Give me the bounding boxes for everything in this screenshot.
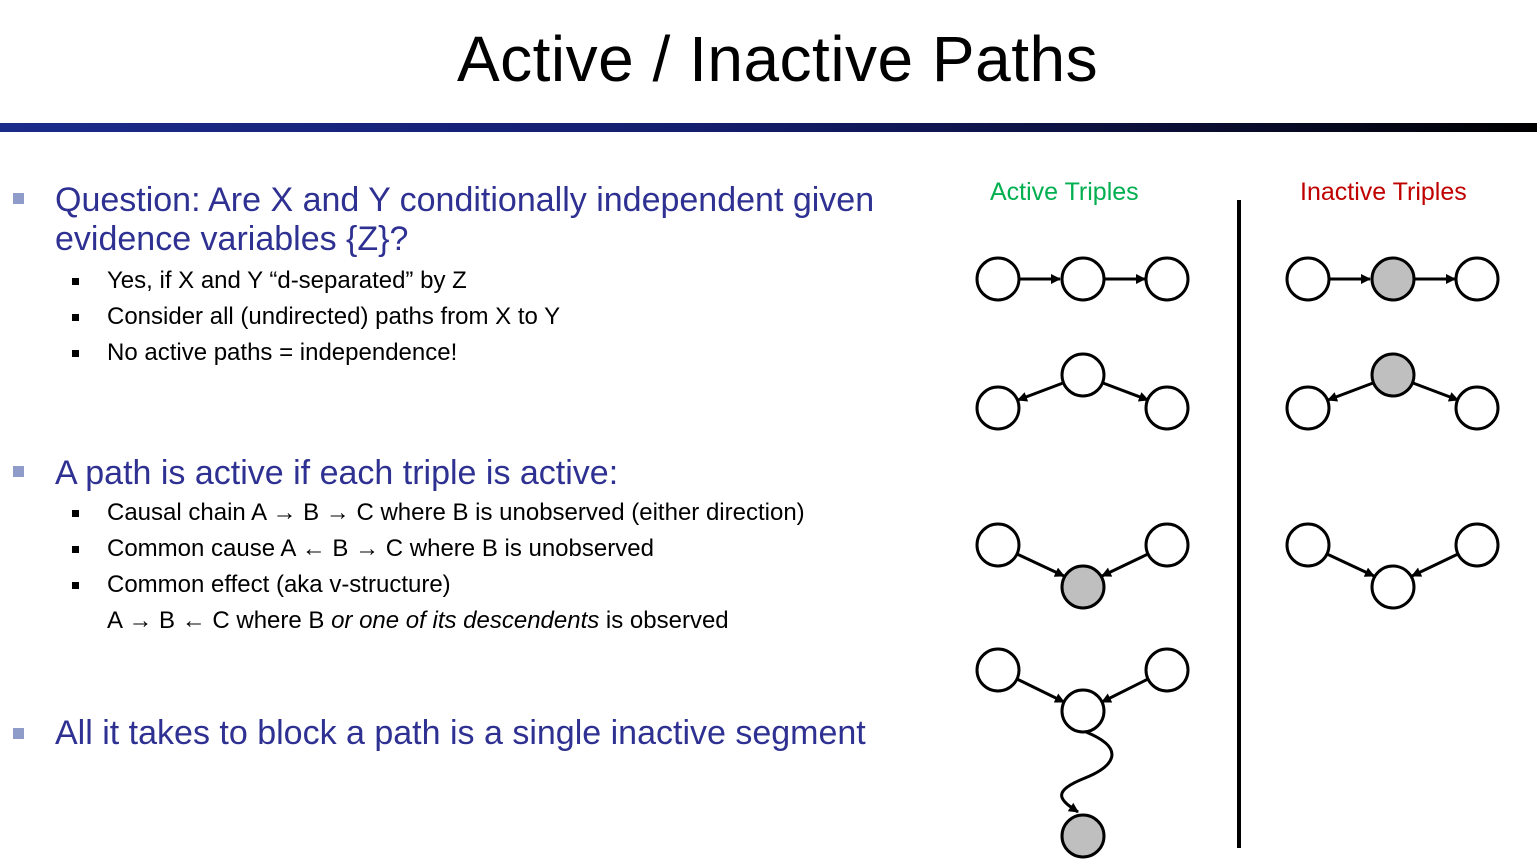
edge-arrow [1017,381,1064,402]
node-observed [1370,352,1416,398]
sub-bullet-common-effect-continued: A → B ← C where B or one of its descende… [107,603,927,639]
descendant-path [1060,730,1114,814]
sub-bullet-d-separated: Yes, if X and Y “d-separated” by Z [107,267,467,294]
edge-arrow [1326,552,1375,578]
bullet-question: Question: Are X and Y conditionally inde… [55,181,955,259]
active-causal-chain [975,256,1190,302]
common-effect-text-pre: A → B ← C where B [107,607,332,634]
active-triples-label: Active Triples [990,178,1139,206]
node-unobserved [1060,256,1106,302]
sub-bullet-common-cause: Common cause A ← B → C where B is unobse… [107,535,654,562]
sub-bullet-common-effect: Common effect (aka v-structure) [107,571,451,598]
node-unobserved [1060,688,1106,734]
edge-arrow [1412,381,1459,402]
node-unobserved [1370,564,1416,610]
sub-bullet-no-active-paths: No active paths = independence! [107,339,458,366]
edge-arrow [1101,552,1149,578]
sub-bullet-marker [72,546,79,553]
sub-bullet-marker [72,278,79,285]
inactive-triples-label: Inactive Triples [1300,178,1467,206]
sub-bullet-consider-paths: Consider all (undirected) paths from X t… [107,303,561,330]
node-unobserved [1285,385,1331,431]
slide-title: Active / Inactive Paths [456,23,1099,95]
bullet-marker [13,193,24,204]
bullet-block-path: All it takes to block a path is a single… [55,714,866,752]
node-unobserved [975,385,1021,431]
common-effect-text-italic: or one of its descendents [331,607,600,634]
inactive-causal-chain [1285,256,1500,302]
node-unobserved [1454,256,1500,302]
node-unobserved [1144,647,1190,693]
inactive-common-cause [1285,352,1500,431]
bullet-marker [13,728,24,739]
bullet-path-active: A path is active if each triple is activ… [55,454,619,492]
node-unobserved [1060,352,1106,398]
active-v-structure-observed [975,522,1190,610]
node-unobserved [1144,522,1190,568]
node-unobserved [1454,385,1500,431]
node-unobserved [975,256,1021,302]
edge-arrow [1411,552,1459,578]
node-unobserved [1285,256,1331,302]
inactive-v-structure [1285,522,1500,610]
node-unobserved [1285,522,1331,568]
sub-bullet-marker [72,350,79,357]
sub-bullet-marker [72,582,79,589]
active-v-structure-descendant [975,647,1190,859]
edge-arrow [1327,381,1374,402]
node-unobserved [975,522,1021,568]
title-rule [0,123,1537,132]
edge-arrow [1102,381,1149,402]
node-unobserved [1454,522,1500,568]
bullet-question-line1: Question: Are X and Y conditionally inde… [55,181,875,219]
node-observed [1370,256,1416,302]
node-unobserved [1144,385,1190,431]
sub-bullet-causal-chain: Causal chain A → B → C where B is unobse… [107,499,805,526]
sub-bullet-marker [72,314,79,321]
bullet-question-line2: evidence variables {Z}? [55,220,409,258]
node-unobserved [1144,256,1190,302]
edge-arrow [1101,677,1149,704]
node-observed [1060,564,1106,610]
edge-arrow [1016,552,1065,578]
edge-arrow [1016,677,1065,704]
sub-bullet-marker [72,510,79,517]
common-effect-text-post: is observed [599,607,729,634]
active-common-cause [975,352,1190,431]
bullet-marker [13,466,24,477]
node-observed [1060,813,1106,859]
node-unobserved [975,647,1021,693]
